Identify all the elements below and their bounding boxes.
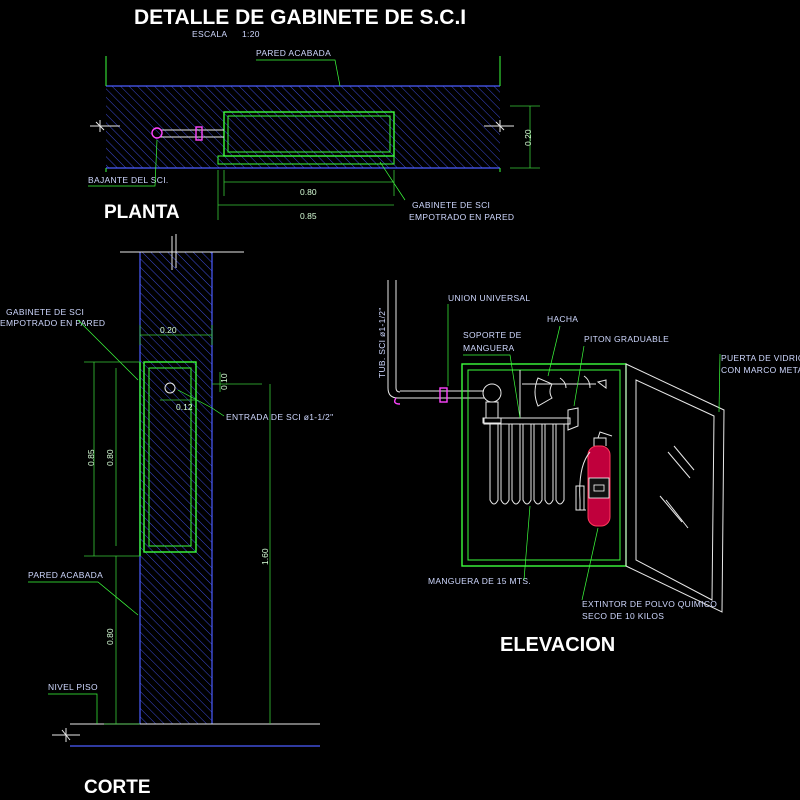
plan-dim-020: 0.20 — [523, 129, 533, 146]
floor-level-label: NIVEL PISO — [48, 682, 98, 692]
plan-dim-085: 0.85 — [300, 211, 317, 221]
hose-label: MANGUERA DE 15 MTS. — [428, 576, 531, 586]
section-dim-010: 0.10 — [219, 373, 229, 390]
section-dim-160: 1.60 — [260, 548, 270, 565]
break-mark-right — [484, 120, 514, 132]
section-view: 0.20 0.10 0.12 GABINETE DE SCI EMPOTRADO… — [0, 234, 333, 798]
plan-union-icon — [195, 126, 203, 141]
plan-view: PARED ACABADA BAJANTE DEL SCI. GABINETE … — [88, 48, 540, 223]
section-heading: CORTE — [84, 777, 151, 798]
elevation-heading: ELEVACION — [500, 634, 615, 656]
section-wall-hatch — [140, 252, 212, 724]
scale-label: ESCALA — [192, 29, 227, 39]
extinguisher-icon — [575, 431, 613, 527]
union-icon — [439, 387, 448, 403]
section-wall-label: PARED ACABADA — [28, 570, 103, 580]
section-cabinet-label-1: GABINETE DE SCI — [6, 307, 84, 317]
section-dim-080a: 0.80 — [105, 449, 115, 466]
valve-icon — [482, 383, 502, 403]
downpipe-icon — [151, 127, 163, 139]
extinguisher-label-1: EXTINTOR DE POLVO QUIMICO — [582, 599, 717, 609]
plan-cabinet-label-2: EMPOTRADO EN PARED — [409, 212, 514, 222]
door-label-2: CON MARCO METALICO — [721, 365, 800, 375]
glass-door[interactable] — [625, 363, 725, 613]
plan-wall-hatch — [106, 86, 500, 168]
pipe-label: TUB. SCI ø1-1/2" — [377, 307, 387, 378]
plan-cabinet-frame — [217, 155, 395, 165]
plan-cabinet-label-1: GABINETE DE SCI — [412, 200, 490, 210]
axe-label: HACHA — [547, 314, 578, 324]
section-inlet-icon — [164, 382, 176, 394]
break-mark-left — [90, 120, 120, 132]
nozzle-icon — [567, 407, 579, 431]
plan-dim-080: 0.80 — [300, 187, 317, 197]
support-label-1: SOPORTE DE — [463, 330, 522, 340]
section-cabinet — [143, 361, 197, 553]
nozzle-label: PITON GRADUABLE — [584, 334, 669, 344]
hose-rack — [483, 417, 571, 425]
section-cabinet-label-2: EMPOTRADO EN PARED — [0, 318, 105, 328]
elevation-cabinet-inner — [467, 369, 621, 561]
extinguisher-label-2: SECO DE 10 KILOS — [582, 611, 664, 621]
elevation-view: TUB. SCI ø1-1/2" UNION UNIVERSAL SOPORTE… — [377, 280, 800, 656]
union-label: UNION UNIVERSAL — [448, 293, 530, 303]
section-dim-012: 0.12 — [176, 402, 193, 412]
downpipe-label: BAJANTE DEL SCI. — [88, 175, 169, 185]
support-label-2: MANGUERA — [463, 343, 515, 353]
plan-wall-label: PARED ACABADA — [256, 48, 331, 58]
section-inlet-label: ENTRADA DE SCI ø1-1/2" — [226, 412, 333, 422]
plan-heading: PLANTA — [104, 202, 180, 223]
section-dim-020: 0.20 — [160, 325, 177, 335]
scale-value: 1:20 — [242, 29, 260, 39]
section-dim-085: 0.85 — [86, 449, 96, 466]
door-label-1: PUERTA DE VIDRIO — [721, 353, 800, 363]
hose-coils — [489, 424, 565, 505]
section-dim-080b: 0.80 — [105, 628, 115, 645]
axe-icon — [522, 375, 607, 407]
drawing-title: DETALLE DE GABINETE DE S.C.I — [134, 6, 466, 29]
